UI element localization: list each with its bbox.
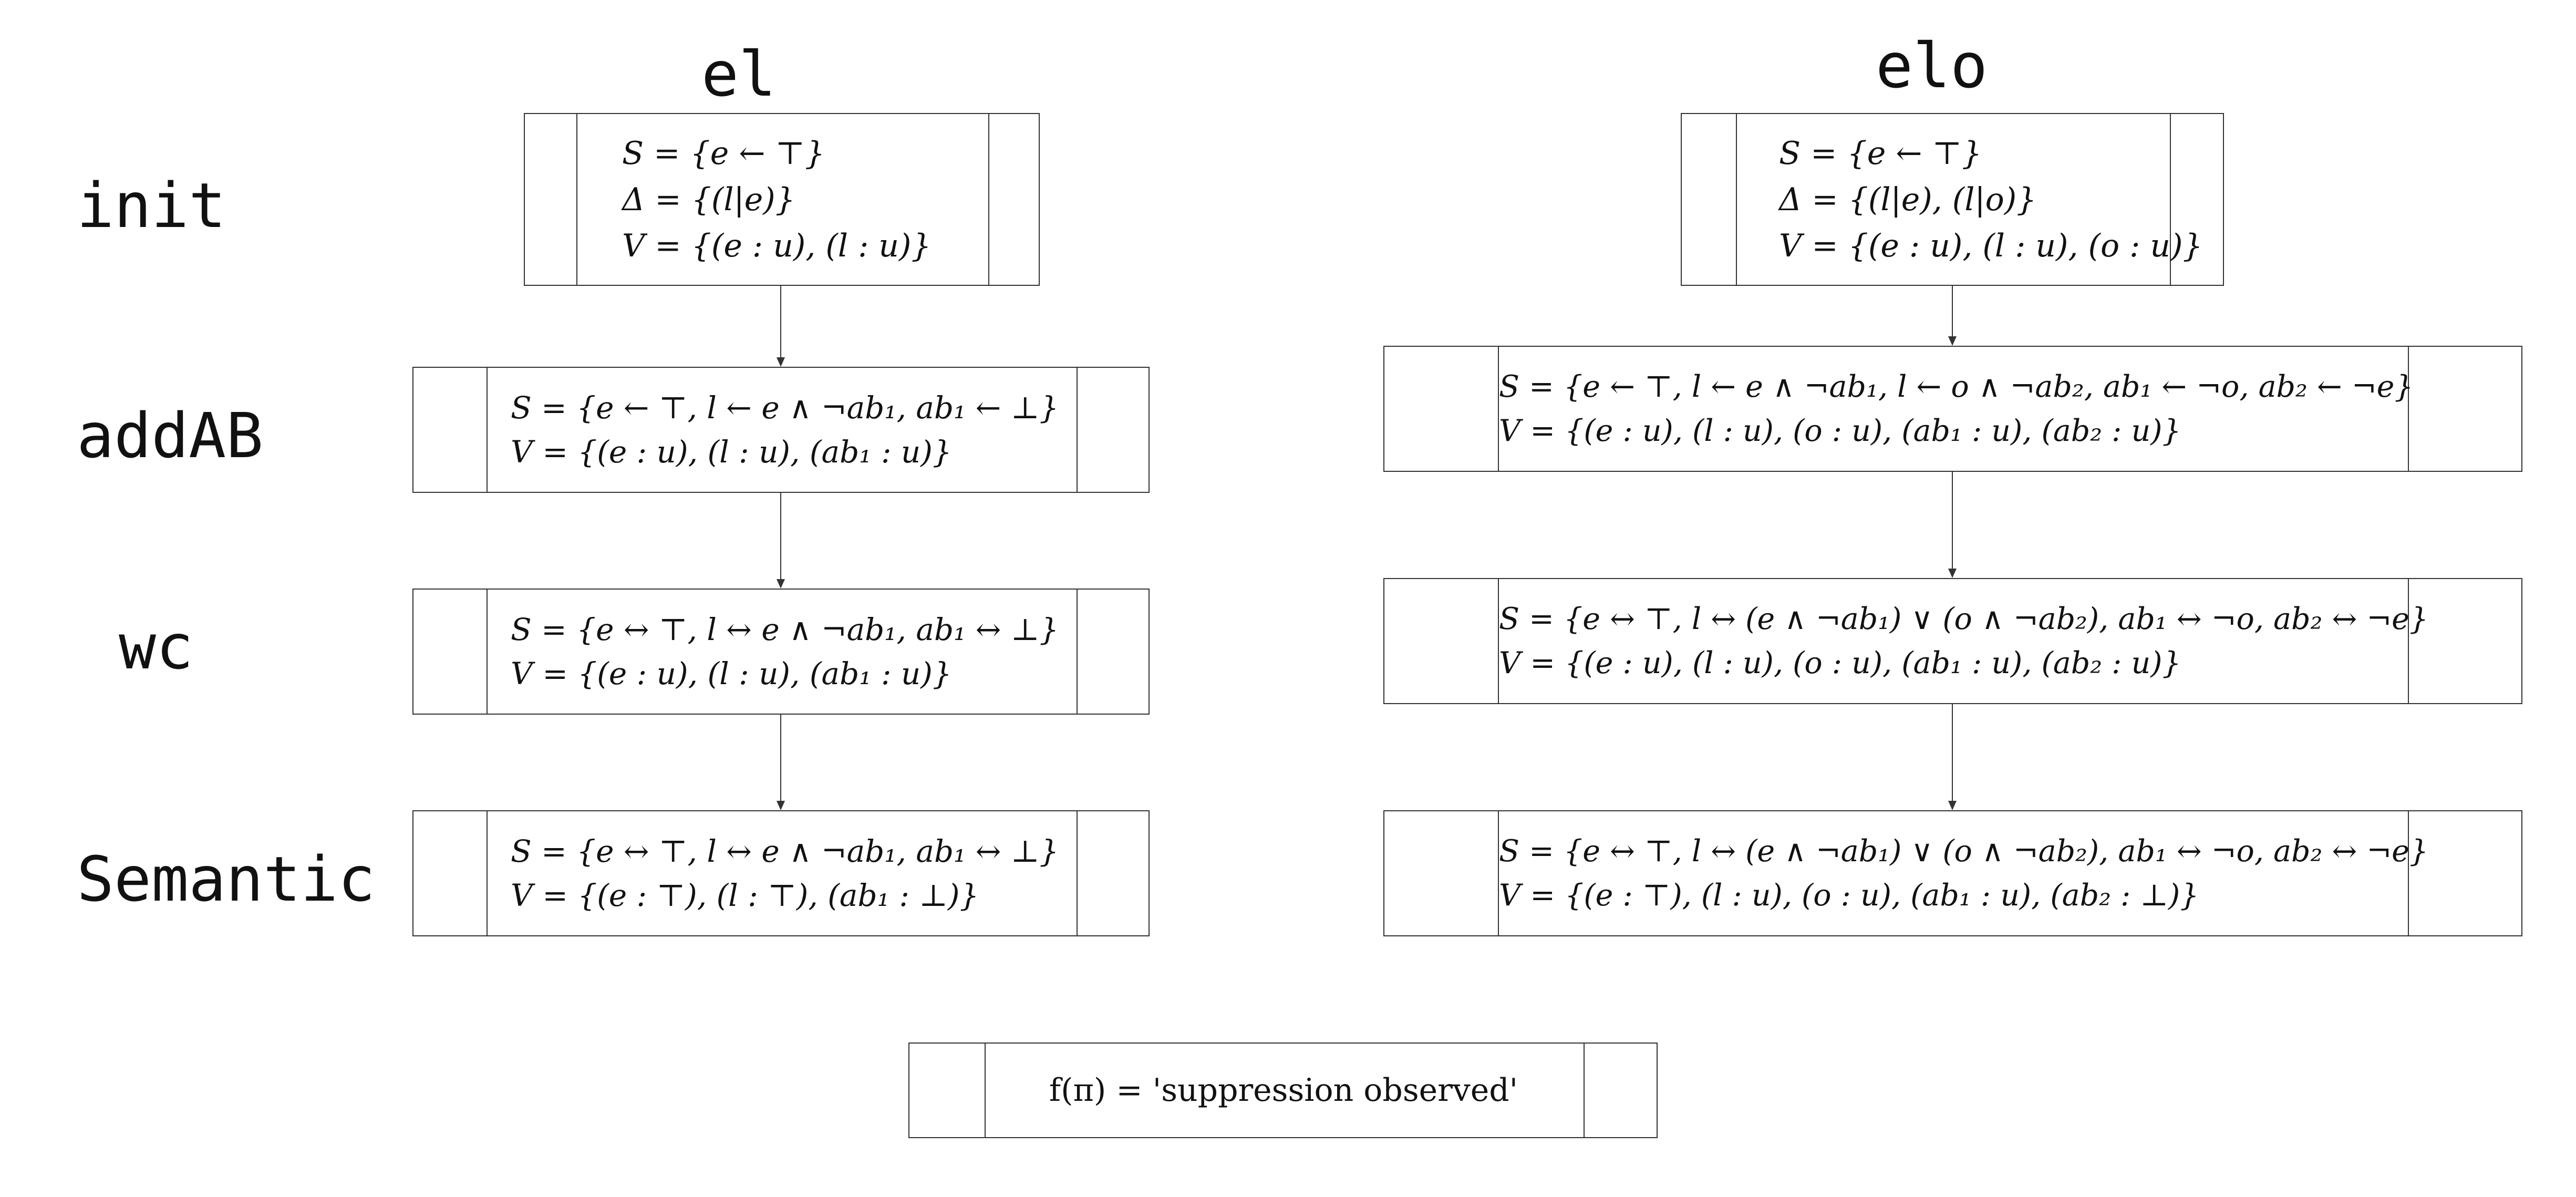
el-init-box: S = {e ← ⊤} Δ = {(l|e)} V = {(e : u), (l… [524,113,1040,286]
elo-arrow-3 [1948,704,1957,810]
elo-wc-line-2: V = {(e : u), (l : u), (o : u), (ab₁ : u… [1499,646,2181,680]
elo-arrow-2 [1948,472,1957,578]
elo-addAB-box: S = {e ← ⊤, l ← e ∧ ¬ab₁, l ← o ∧ ¬ab₂, … [1383,346,2522,472]
row-label-init: init [77,169,226,242]
el-addAB-line-2: V = {(e : u), (l : u), (ab₁ : u)} [511,434,952,470]
el-wc-box: S = {e ↔ ⊤, l ↔ e ∧ ¬ab₁, ab₁ ↔ ⊥} V = {… [412,589,1150,715]
elo-wc-line-1: S = {e ↔ ⊤, l ↔ (e ∧ ¬ab₁) ∨ (o ∧ ¬ab₂),… [1499,602,2429,636]
elo-init-line-2: Δ = {(l|e), (l|o)} [1779,181,2037,218]
elo-init-line-1: S = {e ← ⊤} [1779,135,1982,172]
el-init-line-1: S = {e ← ⊤} [622,135,825,172]
elo-semantic-box: S = {e ↔ ⊤, l ↔ (e ∧ ¬ab₁) ∨ (o ∧ ¬ab₂),… [1383,810,2522,936]
el-wc-line-2: V = {(e : u), (l : u), (ab₁ : u)} [511,656,952,692]
row-label-wc: wc [119,611,194,683]
el-arrow-1 [777,286,785,367]
el-wc-line-1: S = {e ↔ ⊤, l ↔ e ∧ ¬ab₁, ab₁ ↔ ⊥} [511,612,1059,647]
el-arrow-3 [777,715,785,810]
el-arrow-2 [777,493,785,589]
el-init-line-2: Δ = {(l|e)} [622,181,795,218]
result-box: f(π) = 'suppression observed' [908,1043,1658,1138]
row-label-semantic: Semantic [77,843,376,915]
elo-semantic-line-2: V = {(e : ⊤), (l : u), (o : u), (ab₁ : u… [1499,878,2199,913]
el-addAB-line-1: S = {e ← ⊤, l ← e ∧ ¬ab₁, ab₁ ← ⊥} [511,390,1059,426]
elo-arrow-1 [1948,286,1957,346]
result-text: f(π) = 'suppression observed' [1049,1072,1518,1109]
column-title-elo: elo [1876,29,1988,102]
elo-semantic-line-1: S = {e ↔ ⊤, l ↔ (e ∧ ¬ab₁) ∨ (o ∧ ¬ab₂),… [1499,834,2429,869]
el-semantic-line-2: V = {(e : ⊤), (l : ⊤), (ab₁ : ⊥)} [511,878,979,913]
elo-wc-box: S = {e ↔ ⊤, l ↔ (e ∧ ¬ab₁) ∨ (o ∧ ¬ab₂),… [1383,578,2522,704]
el-semantic-box: S = {e ↔ ⊤, l ↔ e ∧ ¬ab₁, ab₁ ↔ ⊥} V = {… [412,810,1150,936]
elo-addAB-line-2: V = {(e : u), (l : u), (o : u), (ab₁ : u… [1499,414,2181,448]
elo-init-line-3: V = {(e : u), (l : u), (o : u)} [1779,227,2203,264]
el-addAB-box: S = {e ← ⊤, l ← e ∧ ¬ab₁, ab₁ ← ⊥} V = {… [412,367,1150,493]
column-title-el: el [701,38,777,110]
el-init-line-3: V = {(e : u), (l : u)} [622,227,932,264]
row-label-addAB: addAB [77,399,264,472]
elo-addAB-line-1: S = {e ← ⊤, l ← e ∧ ¬ab₁, l ← o ∧ ¬ab₂, … [1499,369,2414,404]
elo-init-box: S = {e ← ⊤} Δ = {(l|e), (l|o)} V = {(e :… [1681,113,2224,286]
el-semantic-line-1: S = {e ↔ ⊤, l ↔ e ∧ ¬ab₁, ab₁ ↔ ⊥} [511,833,1059,869]
